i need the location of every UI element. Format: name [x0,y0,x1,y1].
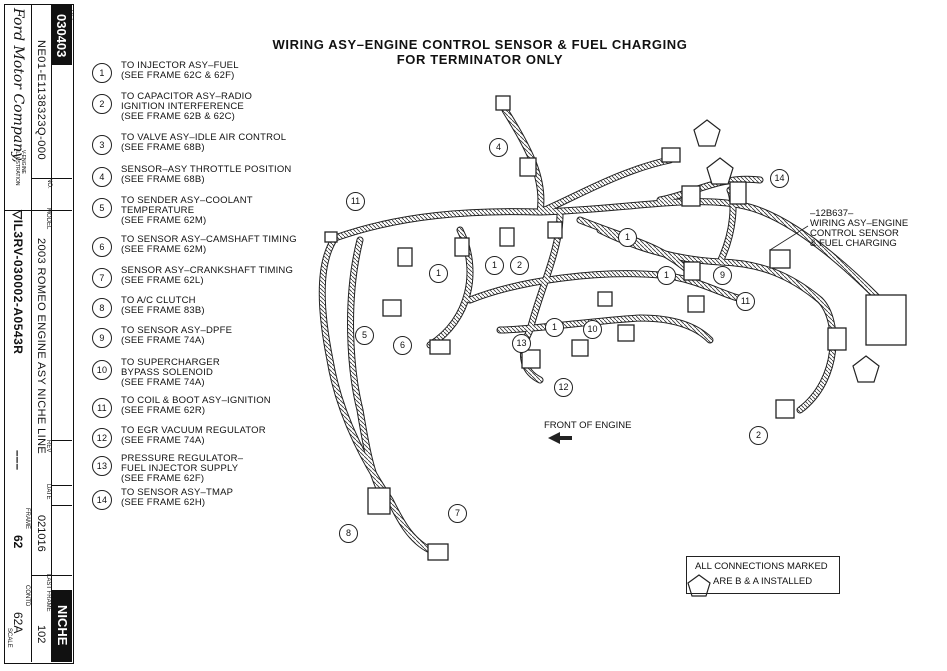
connectors [324,95,907,561]
legend-number: 9 [92,328,112,348]
callout-marker: 1 [429,264,448,283]
callout-marker: 5 [355,326,374,345]
legend-number: 3 [92,135,112,155]
callout-marker: 14 [770,169,789,188]
diagram-title-line2: FOR TERMINATOR ONLY [396,52,564,67]
legend-number: 5 [92,198,112,218]
legend-number: 14 [92,490,112,510]
title-block [4,4,74,664]
callout-marker: 1 [618,228,637,247]
ref-bar [52,5,72,65]
note-line-1: ALL CONNECTIONS MARKED [695,561,828,572]
callout-marker: 8 [339,524,358,543]
callout-marker: 10 [583,320,602,339]
callout-marker: 9 [713,266,732,285]
front-of-engine-label: FRONT OF ENGINE [544,420,632,431]
callout-marker: 4 [489,138,508,157]
callout-marker: 1 [545,318,564,337]
harness-label: –12B637– WIRING ASY–ENGINE CONTROL SENSO… [810,208,909,249]
legend-number: 8 [92,298,112,318]
callout-marker: 2 [510,256,529,275]
legend-number: 10 [92,360,112,380]
legend-number: 12 [92,428,112,448]
callout-marker: 7 [448,504,467,523]
legend-number: 1 [92,63,112,83]
pentagon-markers [687,119,880,597]
callout-marker: 13 [512,334,531,353]
legend-number: 13 [92,456,112,476]
legend-number: 7 [92,268,112,288]
legend-number: 11 [92,398,112,418]
note-pentagon [687,574,711,597]
installation-note: ALL CONNECTIONS MARKED ARE B & A INSTALL… [686,556,840,594]
legend-number: 4 [92,167,112,187]
callout-marker: 2 [749,426,768,445]
harness-wires [318,106,884,554]
legend-number: 6 [92,237,112,257]
note-line-2: ARE B & A INSTALLED [713,576,813,587]
callout-marker: 11 [736,292,755,311]
callout-marker: 1 [657,266,676,285]
callout-marker: 6 [393,336,412,355]
callout-marker: 11 [346,192,365,211]
niche-bar [52,590,72,662]
diagram-title-line1: WIRING ASY–ENGINE CONTROL SENSOR & FUEL … [272,37,688,52]
legend-number: 2 [92,94,112,114]
front-arrow-icon [548,432,572,444]
callout-marker: 1 [485,256,504,275]
callout-marker: 12 [554,378,573,397]
